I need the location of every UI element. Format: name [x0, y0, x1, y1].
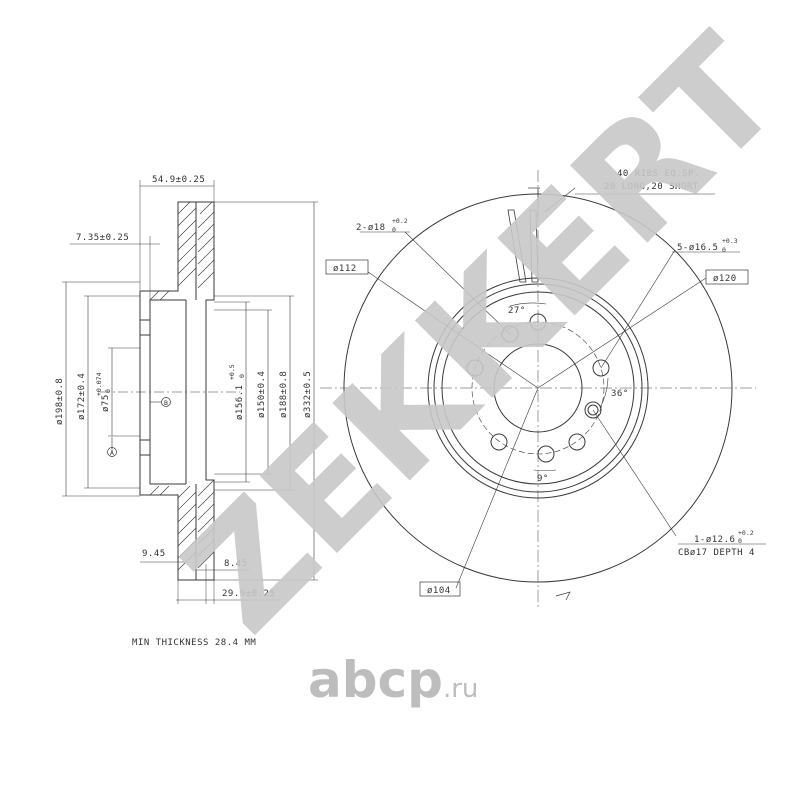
angle-9-label: 9°	[537, 474, 549, 484]
zekkert-watermark-text: ZEKKERT	[152, 5, 800, 665]
dia-112-label: ø112	[333, 264, 357, 274]
ribs-note-line2: 20 LONG,20 SHORT	[604, 182, 699, 192]
bolt-hole	[592, 359, 610, 377]
dim-9-45: 9.45	[142, 549, 166, 559]
bolt-hole	[490, 433, 508, 451]
bolt-hole	[568, 433, 586, 451]
dia-112-box	[325, 259, 369, 275]
side-view	[62, 180, 318, 604]
angle-36-label: 36°	[611, 389, 629, 399]
zekkert-watermark: ZEKKERT	[152, 5, 800, 665]
rib-long	[507, 209, 527, 283]
holes-2-tol-dn: 0	[392, 226, 396, 234]
dim-29-9: 29.9±0.25	[222, 589, 275, 599]
front-view	[320, 170, 766, 610]
hole-1-tol-up: +0.2	[738, 529, 754, 537]
counterbore-note: CBø17 DEPTH 4	[678, 548, 755, 558]
side-hatching-top	[149, 201, 215, 301]
hole-1-label: 1-ø12.6	[694, 535, 735, 545]
datum-b-label: B	[164, 399, 168, 407]
dim-156-tol-dn: 0	[238, 374, 246, 378]
datum-a-label: A	[110, 449, 114, 457]
dia-104-box	[419, 581, 461, 597]
dim-75: ø75	[101, 394, 111, 412]
dim-150: ø150±0.4	[257, 371, 267, 418]
side-hatching-bottom	[149, 479, 215, 571]
dim-332: ø332±0.5	[303, 371, 313, 418]
cb-hole-inner	[587, 404, 599, 416]
dia-104-label: ø104	[427, 586, 451, 596]
cb-hole	[584, 401, 602, 419]
holes-5-label: 5-ø16.5	[677, 243, 718, 253]
holes-2-label: 2-ø18	[356, 223, 386, 233]
dim-198: ø198±0.8	[55, 378, 65, 425]
dim-75-tol-up: +0.074	[95, 372, 103, 396]
hole-1-tol-dn: 0	[738, 537, 742, 545]
holes-5-tol-up: +0.3	[722, 237, 738, 245]
dim-156: ø156.1	[235, 384, 245, 420]
min-thickness-note: MIN THICKNESS 28.4 MM	[132, 638, 256, 648]
bolt-hole	[466, 359, 484, 377]
abcp-logo: abcp.ru	[308, 651, 478, 709]
dia-120-box	[705, 269, 749, 285]
angle-27-label: 27°	[508, 306, 526, 316]
dia-120-label: ø120	[713, 274, 737, 284]
dim-8-45: 8.45	[224, 559, 248, 569]
locating-hole	[501, 325, 519, 343]
ribs-note-line1: 40 RIBS EQ.SP.	[617, 169, 700, 179]
holes-5-tol-dn: 0	[722, 246, 726, 254]
dim-156-tol-up: +0.5	[228, 364, 236, 380]
rib-short	[529, 209, 539, 283]
dim-54-9: 54.9±0.25	[152, 175, 205, 185]
dim-188: ø188±0.8	[279, 371, 289, 418]
dim-7-35: 7.35±0.25	[76, 233, 129, 243]
dim-172: ø172±0.4	[77, 373, 87, 420]
dim-75-tol-dn: 0	[104, 389, 112, 393]
holes-2-tol-up: +0.2	[392, 217, 408, 225]
